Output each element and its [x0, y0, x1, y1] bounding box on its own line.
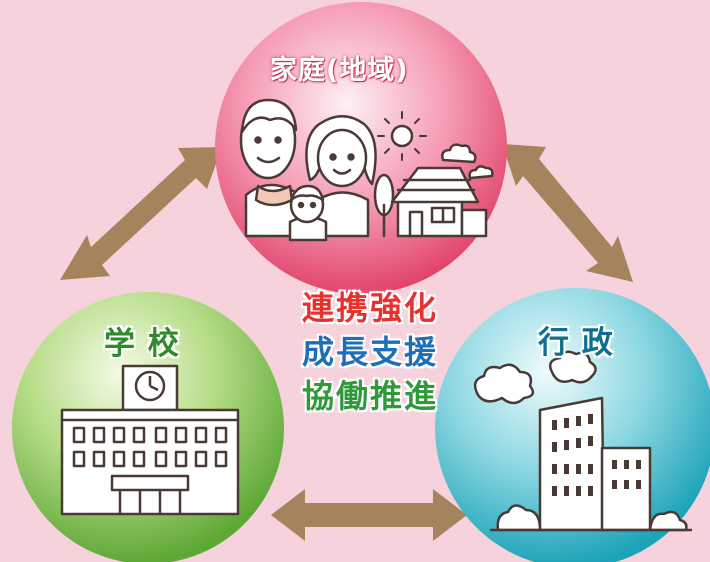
- arrow-home-admin: [502, 144, 633, 282]
- family-illustration: [239, 98, 494, 242]
- admin-label: 行 政: [538, 325, 614, 361]
- arrow-home-school: [60, 147, 222, 280]
- government-building-illustration: [473, 350, 692, 532]
- arrow-school-admin: [271, 489, 467, 541]
- keyword-line-2: 成長支援: [301, 333, 438, 371]
- keyword-line-1: 連携強化: [301, 289, 438, 327]
- home-circle: [215, 2, 507, 294]
- home-label: 家庭(地域): [270, 55, 409, 86]
- school-building-illustration: [60, 364, 240, 516]
- keyword-line-3: 協働推進: [301, 377, 438, 415]
- school-label: 学 校: [104, 326, 180, 362]
- admin-circle: [435, 288, 710, 562]
- school-circle: [12, 292, 284, 562]
- center-keywords: 連携強化 成長支援 協働推進: [290, 286, 450, 418]
